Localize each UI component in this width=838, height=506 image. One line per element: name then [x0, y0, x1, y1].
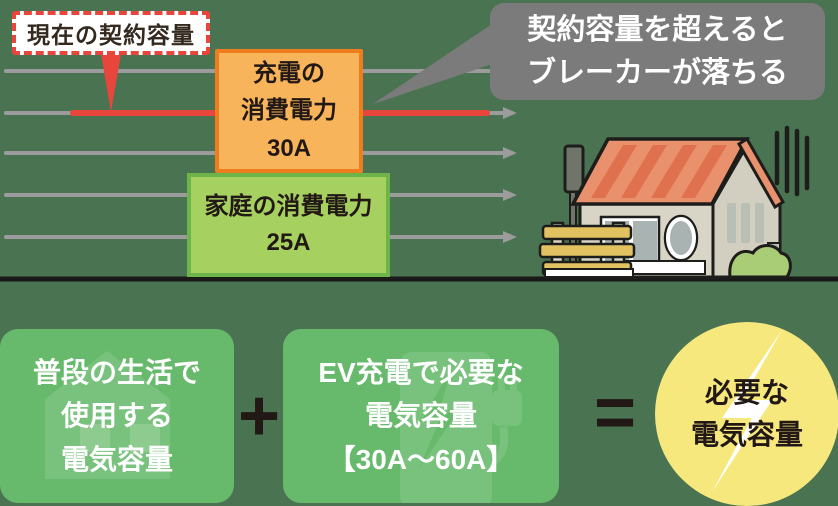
fence-base — [544, 268, 634, 278]
ev-box-line1: EV充電で必要な — [318, 356, 524, 388]
chimney — [563, 144, 585, 194]
charging-consumption-box: 充電の 消費電力 30A — [215, 49, 363, 173]
breaker-warning-bubble: 契約容量を超えると ブレーカーが落ちる — [490, 3, 825, 100]
shake-lines-icon — [774, 125, 810, 197]
lightning-bolt-icon — [712, 330, 782, 492]
gable-slat-windows — [727, 203, 764, 243]
ground-line — [0, 276, 838, 282]
sliding-window-pane-right — [633, 221, 657, 265]
ev-box-line2: 電気容量 — [364, 400, 477, 432]
house-illustration — [538, 125, 810, 279]
daily-box-line3: 電気容量 — [60, 443, 173, 475]
current-capacity-label: 現在の契約容量 — [12, 11, 210, 55]
equals-sign-text: = — [593, 373, 637, 453]
charging-box-line3: 30A — [266, 134, 312, 162]
daily-box-line1: 普段の生活で — [32, 356, 201, 388]
ev-charger-watermark-icon — [400, 352, 522, 503]
result-circle-line1: 必要な — [704, 377, 789, 408]
household-box-line2: 25A — [266, 229, 311, 256]
terrace — [622, 260, 706, 275]
oval-window — [666, 217, 696, 259]
ev-charging-box: EV充電で必要な 電気容量 【30A〜60A】 — [283, 329, 559, 503]
daily-usage-box: 普段の生活で 使用する 電気容量 — [0, 329, 234, 503]
daily-box-line2: 使用する — [60, 400, 173, 432]
roof-right-edge — [736, 136, 786, 210]
pointer-triangle-icon — [101, 54, 121, 112]
household-box-line1: 家庭の消費電力 — [204, 193, 373, 220]
equals-sign: = — [580, 329, 650, 503]
charging-box-line2: 消費電力 — [241, 97, 337, 125]
plus-sign: + — [228, 329, 290, 503]
plus-sign-text: + — [237, 376, 281, 456]
household-consumption-box: 家庭の消費電力 25A — [187, 173, 390, 277]
required-capacity-circle: 必要な 電気容量 — [655, 322, 838, 506]
bush — [728, 244, 792, 279]
bubble-line1: 契約容量を超えると — [527, 14, 788, 47]
charging-box-line1: 充電の — [253, 60, 325, 88]
ev-box-line3: 【30A〜60A】 — [327, 443, 515, 475]
roof-stripes — [591, 145, 727, 198]
house-watermark-icon — [45, 351, 170, 479]
fence-planks — [538, 224, 636, 277]
bubble-line2: ブレーカーが落ちる — [526, 56, 788, 89]
bubble-tail — [373, 12, 510, 104]
current-capacity-label-text: 現在の契約容量 — [27, 22, 195, 48]
result-circle-line2: 電気容量 — [690, 419, 803, 450]
